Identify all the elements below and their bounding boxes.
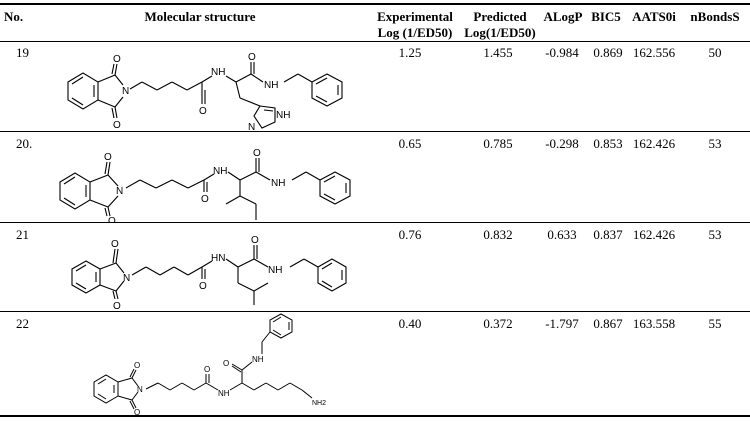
row-21-alogp: 0.633	[547, 227, 577, 242]
row-19-predicted: 1.455	[483, 45, 513, 60]
atom-o: O	[199, 281, 207, 292]
atom-n: N	[248, 122, 255, 131]
molecule-19-structure: O O N O O NH NH NH N	[67, 52, 343, 131]
atom-hn: HN	[211, 253, 225, 264]
header-experimental-line1: Experimental	[377, 9, 453, 24]
atom-n: N	[137, 385, 143, 394]
atom-o: O	[201, 194, 209, 205]
header-bic5: BIC5	[591, 9, 621, 24]
header-rule	[0, 41, 750, 42]
row-20-nbonds: 53	[708, 136, 722, 151]
header-predicted: Predicted Log(1/ED50)	[460, 9, 540, 41]
row-22-predicted: 0.372	[483, 316, 513, 331]
atom-o: O	[113, 54, 121, 65]
row-19-no: 19	[16, 45, 29, 60]
atom-n: N	[123, 273, 130, 284]
row-21-bic5: 0.837	[593, 227, 623, 242]
molecule-21-structure: O O N O O HN NH	[71, 235, 347, 311]
atom-o: O	[251, 235, 259, 246]
atom-nh: NH	[218, 389, 230, 398]
header-experimental: Experimental Log (1/ED50)	[368, 9, 462, 41]
row-19-alogp: -0.984	[545, 45, 579, 60]
row-20-predicted: 0.785	[483, 136, 513, 151]
row-divider	[0, 131, 750, 132]
atom-o: O	[104, 152, 112, 163]
row-22-nbonds: 55	[708, 316, 722, 331]
row-21-experimental: 0.76	[398, 227, 422, 242]
row-21-no: 21	[16, 227, 29, 242]
header-predicted-line1: Predicted	[473, 9, 527, 24]
row-19-aats0i: 162.556	[632, 45, 676, 60]
atom-o: O	[204, 365, 210, 374]
atom-o: O	[134, 361, 140, 370]
molecule-20-structure: O O N O O NH NH	[59, 148, 351, 222]
header-aats0i: AATS0i	[632, 9, 676, 24]
row-19-bic5: 0.869	[593, 45, 623, 60]
atom-n: N	[116, 186, 123, 197]
row-21-nbonds: 53	[708, 227, 722, 242]
atom-nh: NH	[252, 355, 264, 364]
atom-nh: NH	[264, 80, 278, 91]
row-22-bic5: 0.867	[593, 316, 623, 331]
atom-n: N	[122, 86, 129, 97]
atom-o: O	[248, 52, 256, 63]
atom-o: O	[134, 408, 140, 415]
atom-o: O	[113, 301, 121, 311]
header-nbonds: nBondsS	[690, 9, 740, 24]
header-experimental-line2: Log (1/ED50)	[377, 25, 453, 40]
row-20-alogp: -0.298	[545, 136, 579, 151]
header-alogp: ALogP	[543, 9, 583, 24]
atom-nh: NH	[213, 166, 227, 177]
row-19-nbonds: 50	[708, 45, 722, 60]
atom-o: O	[113, 120, 121, 131]
atom-nh: NH	[276, 110, 290, 121]
atom-nh: NH	[211, 67, 225, 78]
row-22-experimental: 0.40	[398, 316, 422, 331]
atom-o: O	[108, 216, 116, 222]
atom-o: O	[223, 359, 229, 368]
row-20-experimental: 0.65	[398, 136, 422, 151]
bottom-rule	[0, 415, 750, 417]
atom-nh: NH	[268, 265, 282, 276]
row-22-aats0i: 163.558	[632, 316, 676, 331]
header-structure: Molecular structure	[144, 9, 256, 24]
header-no: No.	[4, 9, 24, 24]
atom-nh: NH	[271, 178, 285, 189]
atom-o: O	[253, 148, 261, 159]
row-19-experimental: 1.25	[398, 45, 422, 60]
atom-o: O	[199, 106, 207, 117]
row-20-aats0i: 162.426	[632, 136, 676, 151]
top-rule	[0, 3, 750, 5]
row-21-aats0i: 162.426	[632, 227, 676, 242]
row-divider	[0, 222, 750, 223]
row-divider	[0, 311, 750, 312]
row-20-bic5: 0.853	[593, 136, 623, 151]
row-22-alogp: -1.797	[545, 316, 579, 331]
row-22-no: 22	[16, 316, 29, 331]
row-20-no: 20.	[16, 136, 33, 151]
atom-nh2: NH2	[312, 400, 326, 407]
row-21-predicted: 0.832	[483, 227, 513, 242]
header-predicted-line2: Log(1/ED50)	[464, 25, 536, 40]
atom-o: O	[111, 239, 119, 250]
molecule-22-structure: O O N O O NH NH NH2	[93, 313, 326, 415]
